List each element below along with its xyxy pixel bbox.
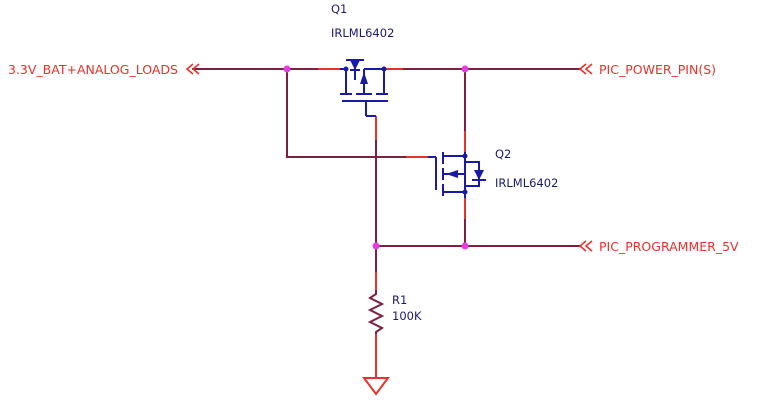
net-label-left: 3.3V_BAT+ANALOG_LOADS: [8, 62, 178, 77]
junction-left-top: [283, 65, 291, 73]
r1-ref-label: R1: [392, 293, 407, 307]
q1-mosfet: [340, 59, 388, 117]
junction-bus-left: [372, 242, 380, 250]
ground-icon: [362, 377, 390, 396]
wire-gate-q2: [286, 69, 406, 158]
port-programmer-icon: [578, 240, 587, 252]
q2-ref-label: Q2: [495, 147, 511, 161]
junction-bus-right: [461, 242, 469, 250]
port-left-icon: [191, 63, 200, 75]
junctions: [283, 65, 469, 250]
wires: [192, 68, 580, 286]
port-power-pin-icon: [578, 63, 587, 75]
r1-resistor: [367, 290, 385, 334]
net-label-programmer: PIC_PROGRAMMER_5V: [599, 239, 739, 254]
r1-value-label: 100K: [392, 309, 422, 323]
q1-ref-label: Q1: [331, 2, 347, 16]
pin-stubs: [318, 68, 466, 378]
q2-value-label: IRLML6402: [495, 176, 558, 190]
junction-right-top: [461, 65, 469, 73]
q1-value-label: IRLML6402: [331, 26, 394, 40]
q2-mosfet: [428, 152, 486, 198]
net-ports: [185, 63, 593, 252]
net-label-power-pin: PIC_POWER_PIN(S): [599, 62, 716, 77]
